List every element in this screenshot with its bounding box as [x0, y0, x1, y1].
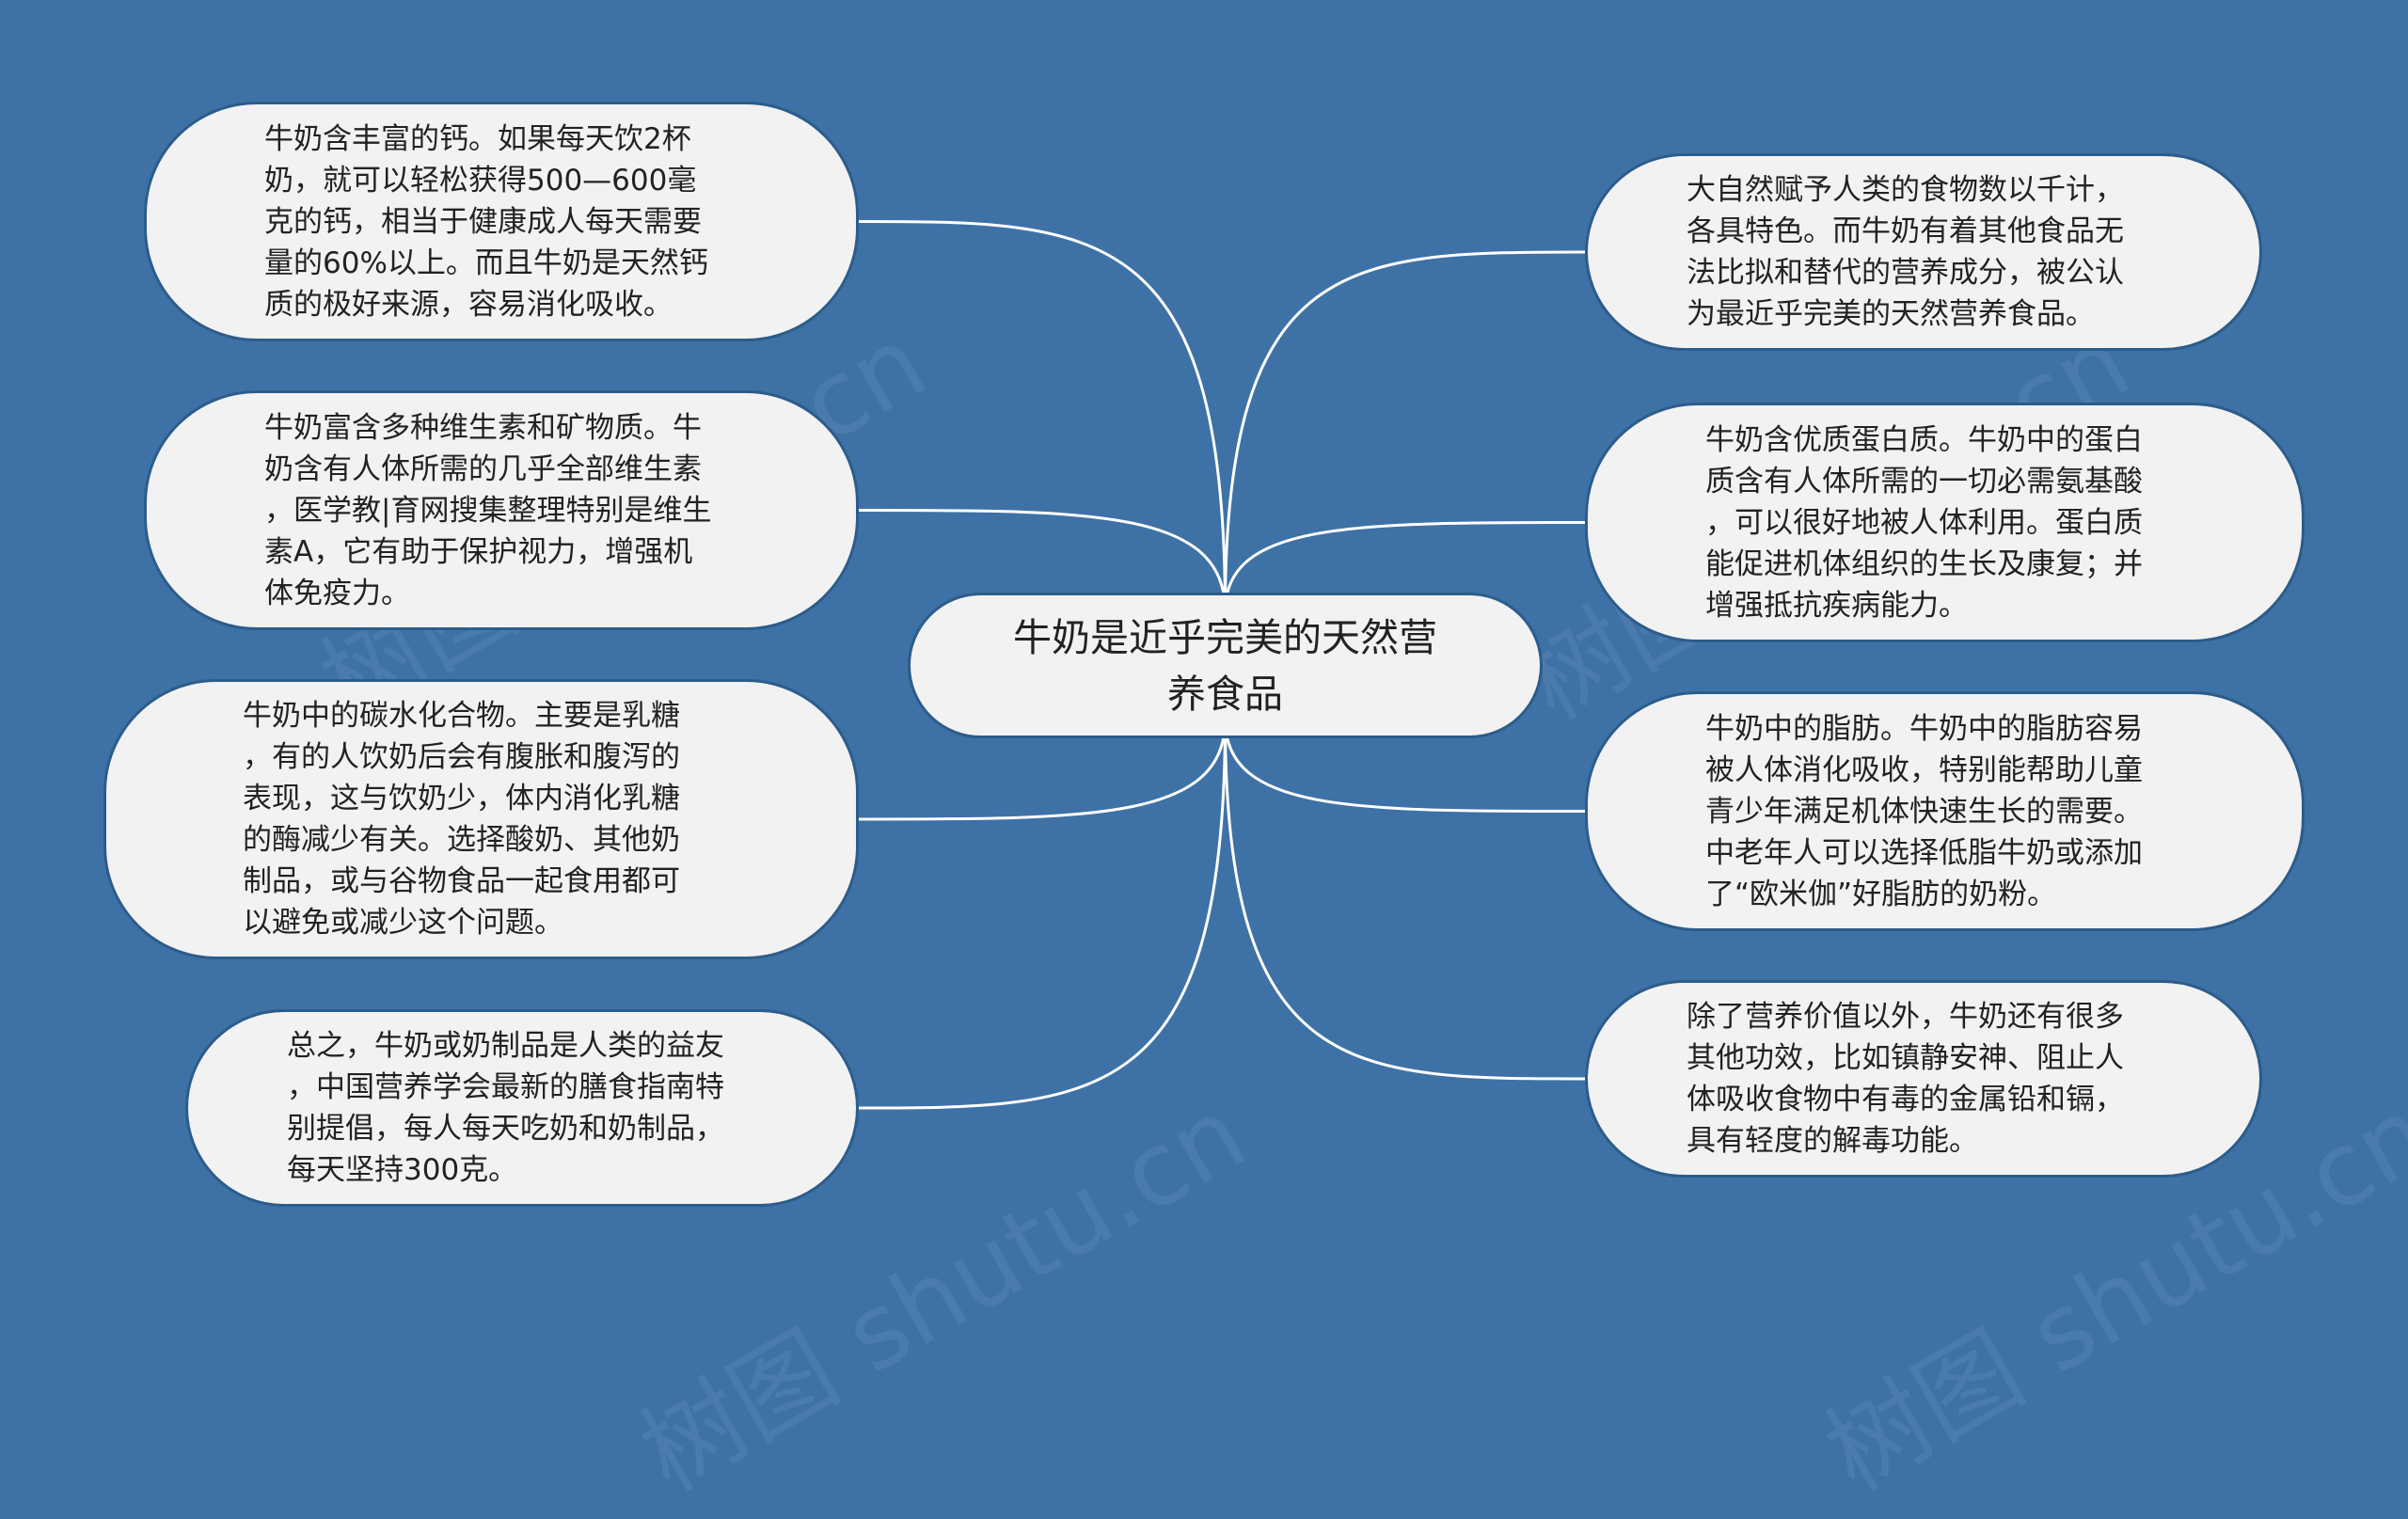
- topic-node-calcium[interactable]: 牛奶含丰富的钙。如果每天饮2杯 奶，就可以轻松获得500—600毫 克的钙，相当…: [144, 102, 859, 341]
- connector-line: [858, 719, 1227, 1110]
- connector-line: [858, 220, 1227, 612]
- mind-map: 树图 shutu.cn 树图 shutu.cn 树图 shutu.cn 树图 s…: [103, 102, 2408, 1513]
- topic-node-carbohydrates[interactable]: 牛奶中的碳水化合物。主要是乳糖 ，有的人饮奶后会有腹胀和腹泻的 表现，这与饮奶少…: [103, 679, 859, 959]
- topic-node-vitamins[interactable]: 牛奶富含多种维生素和矿物质。牛 奶含有人体所需的几乎全部维生素 ，医学教|育网搜…: [144, 390, 859, 630]
- connector-line: [858, 719, 1227, 821]
- connector-line: [858, 509, 1227, 612]
- connector-line: [1224, 719, 1586, 1081]
- topic-node-summary[interactable]: 总之，牛奶或奶制品是人类的益友 ，中国营养学会最新的膳食指南特 别提倡，每人每天…: [185, 1009, 859, 1207]
- central-topic-node[interactable]: 牛奶是近乎完美的天然营 养食品: [908, 593, 1543, 738]
- topic-node-other-benefits[interactable]: 除了营养价值以外，牛奶还有很多 其他功效，比如镇静安神、阻止人 体吸收食物中有毒…: [1585, 980, 2262, 1178]
- topic-node-intro[interactable]: 大自然赋予人类的食物数以千计， 各具特色。而牛奶有着其他食品无 法比拟和替代的营…: [1585, 153, 2262, 351]
- connector-lines: [858, 220, 1586, 1110]
- topic-node-protein[interactable]: 牛奶含优质蛋白质。牛奶中的蛋白 质含有人体所需的一切必需氨基酸 ，可以很好地被人…: [1585, 403, 2305, 642]
- connector-line: [1224, 521, 1586, 612]
- topic-node-fat[interactable]: 牛奶中的脂肪。牛奶中的脂肪容易 被人体消化吸收，特别能帮助儿童 青少年满足机体快…: [1585, 691, 2305, 931]
- connector-line: [1224, 250, 1586, 612]
- connector-line: [1224, 719, 1586, 813]
